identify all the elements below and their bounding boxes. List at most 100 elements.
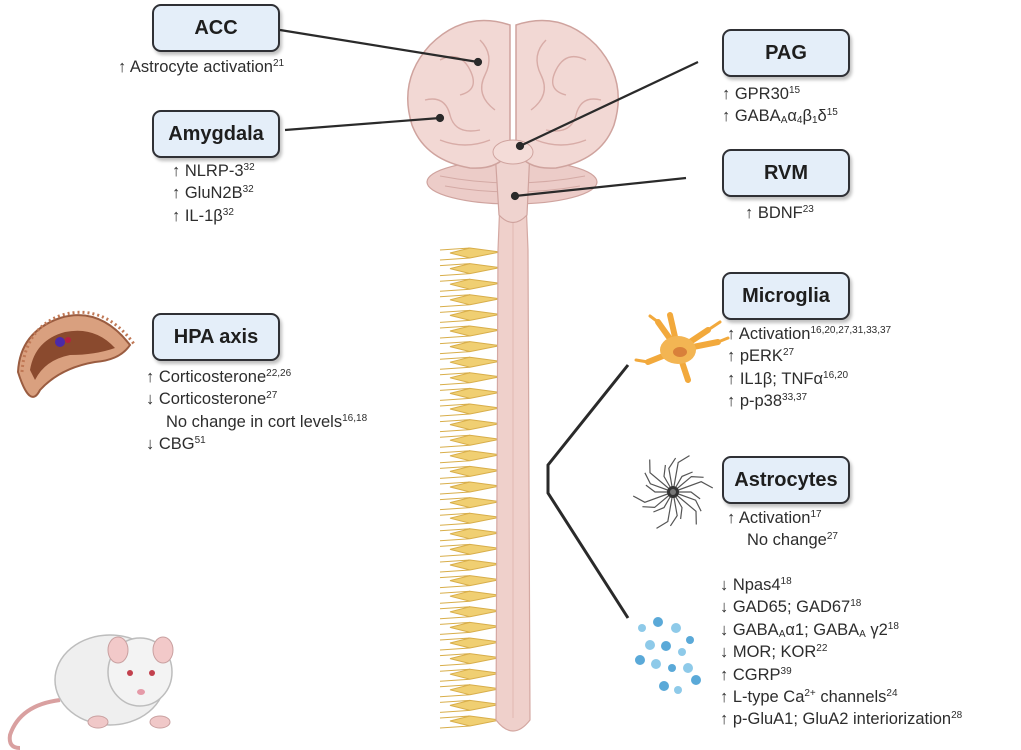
nerve-root bbox=[439, 294, 501, 308]
finding-item: ↓ Corticosterone27 bbox=[146, 390, 278, 409]
nerve-root bbox=[439, 590, 501, 604]
finding-item: ↑ Corticosterone22,26 bbox=[146, 368, 292, 386]
finding-item: ↑ pERK27 bbox=[727, 347, 795, 366]
finding-item: ↑ IL-1β32 bbox=[172, 206, 234, 225]
finding-item: ↑ CGRP39 bbox=[720, 665, 792, 684]
finding-item: ↓ CBG51 bbox=[146, 435, 206, 454]
nerve-root bbox=[439, 637, 501, 651]
finding-item: ↑ p-p3833,37 bbox=[727, 392, 808, 411]
microglia-label-box: Microglia bbox=[722, 272, 850, 320]
astrocyte-process bbox=[642, 491, 674, 509]
nerve-root bbox=[439, 543, 501, 557]
astrocyte-process bbox=[672, 471, 693, 493]
astrocyte-process bbox=[672, 491, 683, 520]
connector-lines bbox=[279, 28, 699, 619]
astrocyte-process bbox=[644, 472, 674, 493]
astrocyte-process bbox=[653, 491, 674, 513]
ion-particle bbox=[635, 655, 645, 665]
finding-item: ↑ L-type Ca2+ channels24 bbox=[720, 688, 898, 707]
acc-label-box: ACC bbox=[152, 4, 280, 52]
nerve-root bbox=[439, 668, 501, 682]
astrocyte-process bbox=[672, 491, 697, 525]
nerve-root bbox=[439, 699, 501, 713]
finding-item: ↑ Activation16,20,27,31,33,37 bbox=[727, 325, 892, 343]
microglia-findings-list: ↑ Activation16,20,27,31,33,37 ↑ pERK27 ↑ I… bbox=[727, 323, 891, 413]
ion-particle bbox=[659, 681, 669, 691]
finding-item: ↓ Npas418 bbox=[720, 576, 792, 594]
nerve-root bbox=[439, 715, 501, 729]
finding-item: ↑ p-GluA1; GluA2 interiorization28 bbox=[720, 710, 963, 729]
rvm-label-box: RVM bbox=[722, 149, 850, 197]
nerve-root bbox=[439, 341, 501, 355]
nerve-root bbox=[439, 606, 501, 620]
rvm-findings-list: ↑ BDNF23 bbox=[745, 202, 814, 224]
amygdala-label: Amygdala bbox=[168, 122, 264, 145]
astrocyte-cell-icon bbox=[632, 455, 714, 529]
rat-icon bbox=[7, 634, 174, 750]
ion-particles-icon bbox=[635, 617, 701, 694]
astrocytes-label: Astrocytes bbox=[734, 468, 838, 491]
ion-particle bbox=[645, 640, 655, 650]
ion-particle bbox=[686, 636, 694, 644]
nerve-root bbox=[439, 325, 501, 339]
nerve-root bbox=[439, 372, 501, 386]
finding-item: ↓ GAD65; GAD6718 bbox=[720, 598, 862, 617]
finding-item: ↑ BDNF23 bbox=[745, 204, 814, 222]
finding-item: ↓ MOR; KOR22 bbox=[720, 643, 828, 662]
amygdala-findings-list: ↑ NLRP-332 ↑ GluN2B32 ↑ IL-1β32 bbox=[172, 160, 255, 227]
finding-item: ↑ GPR3015 bbox=[722, 85, 801, 103]
microglia-label: Microglia bbox=[742, 284, 830, 307]
microglia-cell-icon bbox=[634, 312, 730, 383]
finding-item: ↑ GluN2B32 bbox=[172, 184, 254, 203]
finding-item: No change in cort levels16,18 bbox=[166, 412, 368, 431]
astrocyte-process bbox=[663, 464, 674, 493]
ion-particle bbox=[678, 648, 686, 656]
nerve-root bbox=[439, 481, 501, 495]
amygdala-label-box: Amygdala bbox=[152, 110, 280, 158]
nerve-root bbox=[439, 512, 501, 526]
pag-label-box: PAG bbox=[722, 29, 850, 77]
nerve-root bbox=[439, 528, 501, 542]
ion-particle bbox=[651, 659, 661, 669]
ion-particle bbox=[653, 617, 663, 627]
nerve-root bbox=[439, 450, 501, 464]
astrocyte-process bbox=[672, 481, 714, 493]
finding-item: ↑ GABAAα4β1δ15 bbox=[722, 107, 838, 127]
ion-particle bbox=[668, 664, 676, 672]
pag-findings-list: ↑ GPR3015 ↑ GABAAα4β1δ15 bbox=[722, 83, 838, 128]
brain-illustration bbox=[406, 19, 620, 224]
nerve-root bbox=[439, 387, 501, 401]
nerve-root bbox=[439, 356, 501, 370]
astrocyte-process bbox=[672, 475, 704, 493]
finding-item: ↓ GABAAα1; GABAA γ218 bbox=[720, 620, 899, 640]
ion-particle bbox=[683, 663, 693, 673]
finding-item: ↑ Astrocyte activation21 bbox=[118, 58, 285, 76]
nerve-root bbox=[439, 309, 501, 323]
astrocytes-label-box: Astrocytes bbox=[722, 456, 850, 504]
ion-particle bbox=[674, 686, 682, 694]
finding-item: ↑ IL1β; TNFα16,20 bbox=[727, 369, 849, 388]
spinal-nerve-roots bbox=[439, 247, 501, 729]
ion-particle bbox=[691, 675, 701, 685]
finding-item: ↑ NLRP-332 bbox=[172, 162, 255, 180]
astrocyte-process bbox=[656, 491, 674, 529]
nerve-root bbox=[439, 419, 501, 433]
nerve-root bbox=[439, 278, 501, 292]
nerve-root bbox=[439, 263, 501, 277]
adrenal-gland-icon bbox=[16, 310, 136, 398]
ion-particle bbox=[671, 623, 681, 633]
nerve-root bbox=[439, 247, 501, 261]
nerve-root bbox=[439, 497, 501, 511]
nerve-root bbox=[439, 403, 501, 417]
rvm-label: RVM bbox=[763, 161, 809, 184]
astrocyte-process bbox=[672, 491, 702, 512]
nerve-root bbox=[439, 465, 501, 479]
nerve-root bbox=[439, 575, 501, 589]
nerve-root bbox=[439, 653, 501, 667]
pag-label: PAG bbox=[765, 41, 807, 64]
astrocyte-process bbox=[672, 455, 690, 493]
nerve-root bbox=[439, 434, 501, 448]
